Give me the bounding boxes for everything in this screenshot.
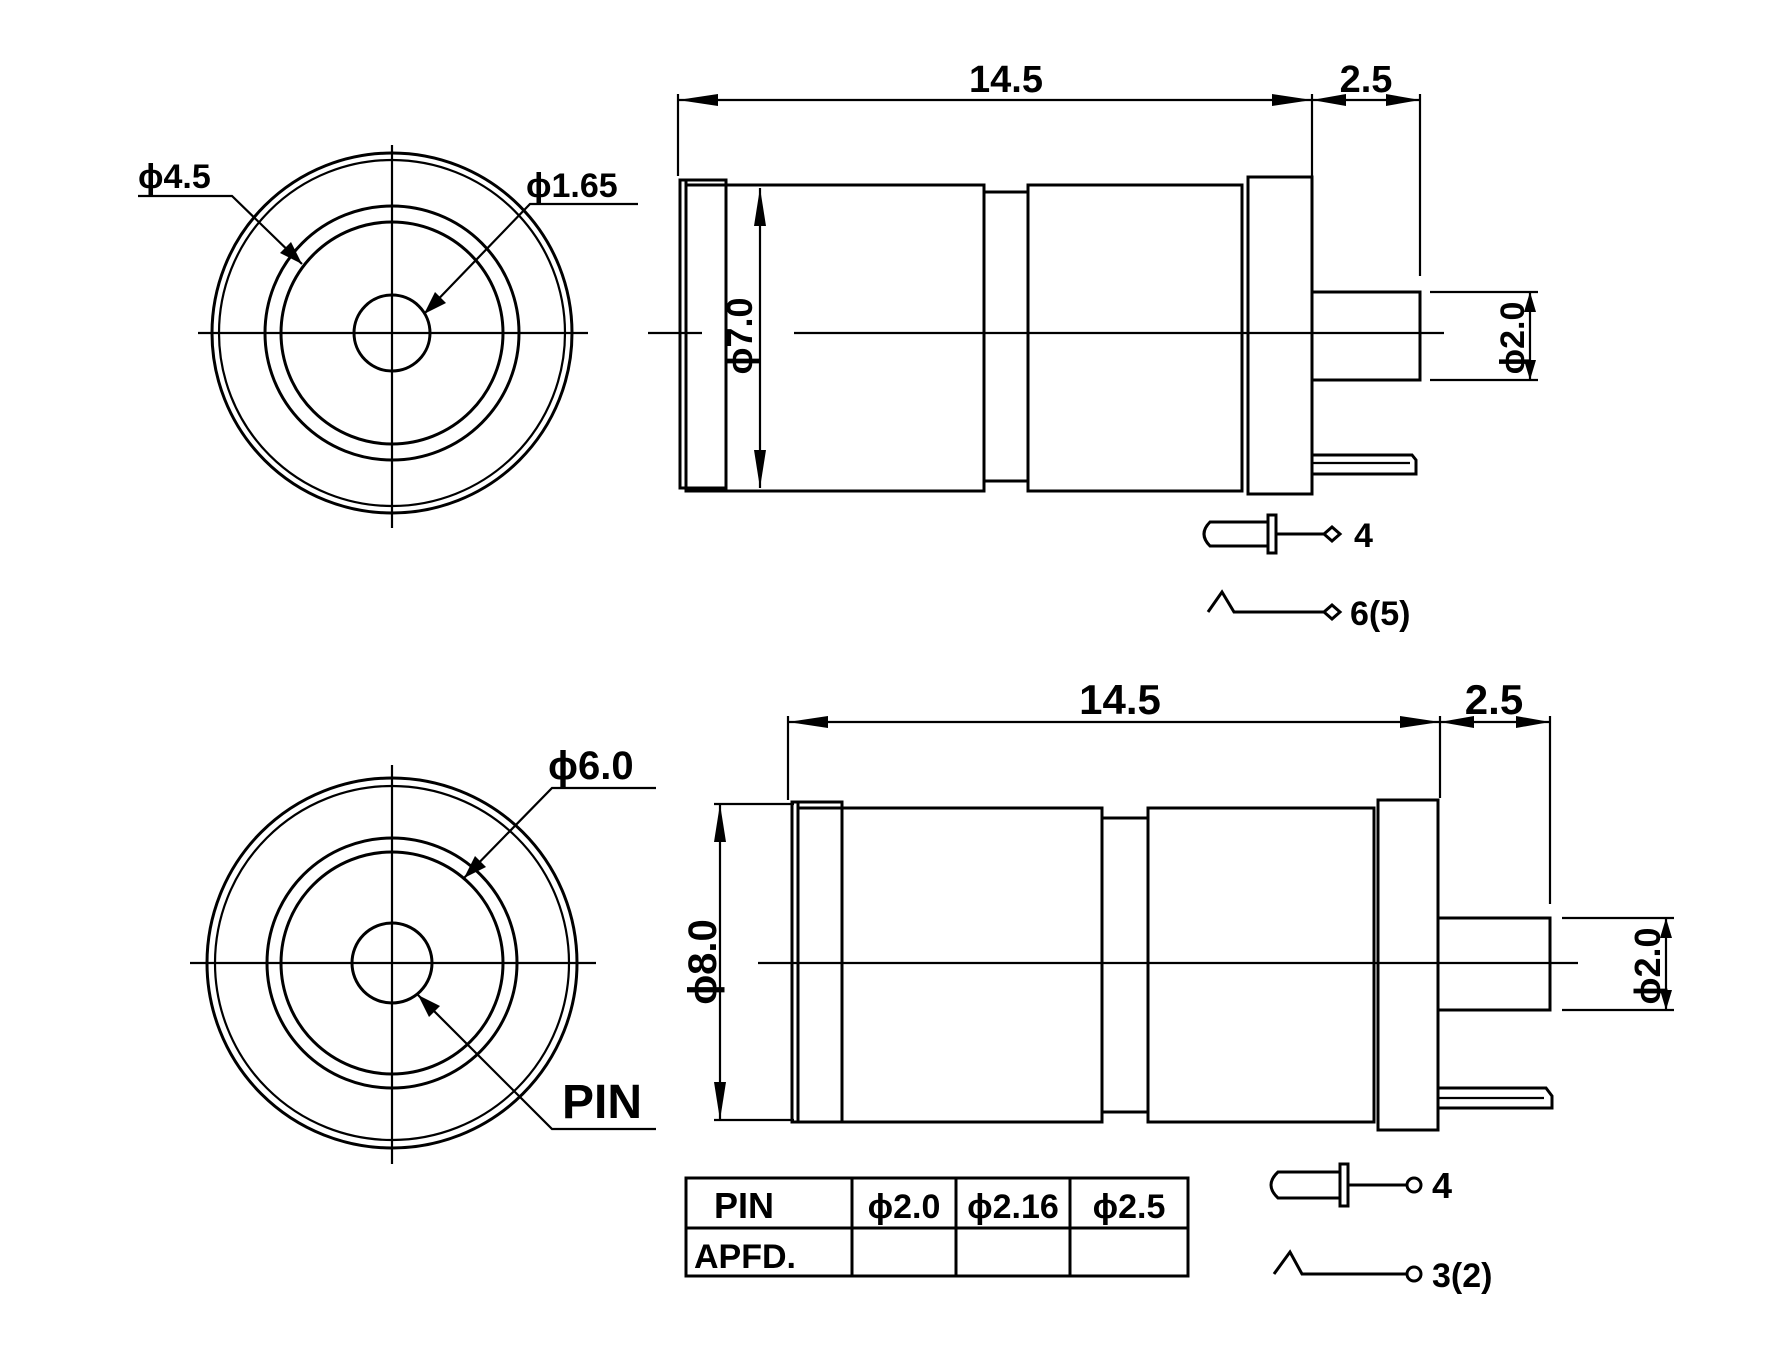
- table-pin-header: PIN: [714, 1185, 774, 1226]
- pin-terminal-icon: [1202, 513, 1343, 555]
- bottom-pin-length-label: 2.5: [1465, 676, 1523, 723]
- top-pin-dia-label: ϕ2.0: [1494, 302, 1532, 375]
- table-col-3: ϕ2.5: [1093, 1188, 1166, 1226]
- top-length-label: 14.5: [969, 59, 1043, 101]
- top-legend-pin-label: 4: [1354, 517, 1373, 555]
- top-outer-dia-label: ϕ4.5: [138, 158, 211, 196]
- bottom-pin-label: PIN: [562, 1076, 642, 1129]
- top-pin-length-label: 2.5: [1340, 59, 1393, 101]
- top-inner-dia-label: ϕ1.65: [526, 167, 618, 205]
- pin-terminal-icon: [1269, 1162, 1423, 1208]
- top-body-dia-label: ϕ7.0: [719, 297, 760, 374]
- bottom-side-view: 14.5 2.5 ϕ8.0 ϕ2.0: [681, 676, 1674, 1132]
- bottom-legend: 4 3(2): [1269, 1162, 1492, 1295]
- table-apfd-header: APFD.: [694, 1238, 796, 1276]
- bottom-front-view: ϕ6.0 PIN: [190, 744, 656, 1164]
- bottom-pin-dia-label: ϕ2.0: [1627, 927, 1668, 1004]
- spring-contact-icon: [1206, 589, 1343, 621]
- spring-contact-icon: [1272, 1249, 1423, 1283]
- bottom-outer-dia-label: ϕ6.0: [548, 744, 634, 788]
- bottom-legend-spring-label: 3(2): [1432, 1257, 1492, 1295]
- table-col-1: ϕ2.0: [868, 1188, 941, 1226]
- top-legend: 4 6(5): [1202, 513, 1410, 633]
- pin-size-table: PIN ϕ2.0 ϕ2.16 ϕ2.5 APFD.: [684, 1176, 1190, 1278]
- top-front-view: ϕ4.5 ϕ1.65: [138, 145, 638, 528]
- bottom-body-dia-label: ϕ8.0: [681, 919, 725, 1005]
- top-legend-spring-label: 6(5): [1350, 595, 1410, 633]
- table-col-2: ϕ2.16: [967, 1188, 1059, 1226]
- bottom-legend-pin-label: 4: [1432, 1165, 1452, 1206]
- top-side-view: 14.5 2.5 ϕ7.0 ϕ2.0: [648, 59, 1538, 496]
- bottom-length-label: 14.5: [1079, 676, 1161, 723]
